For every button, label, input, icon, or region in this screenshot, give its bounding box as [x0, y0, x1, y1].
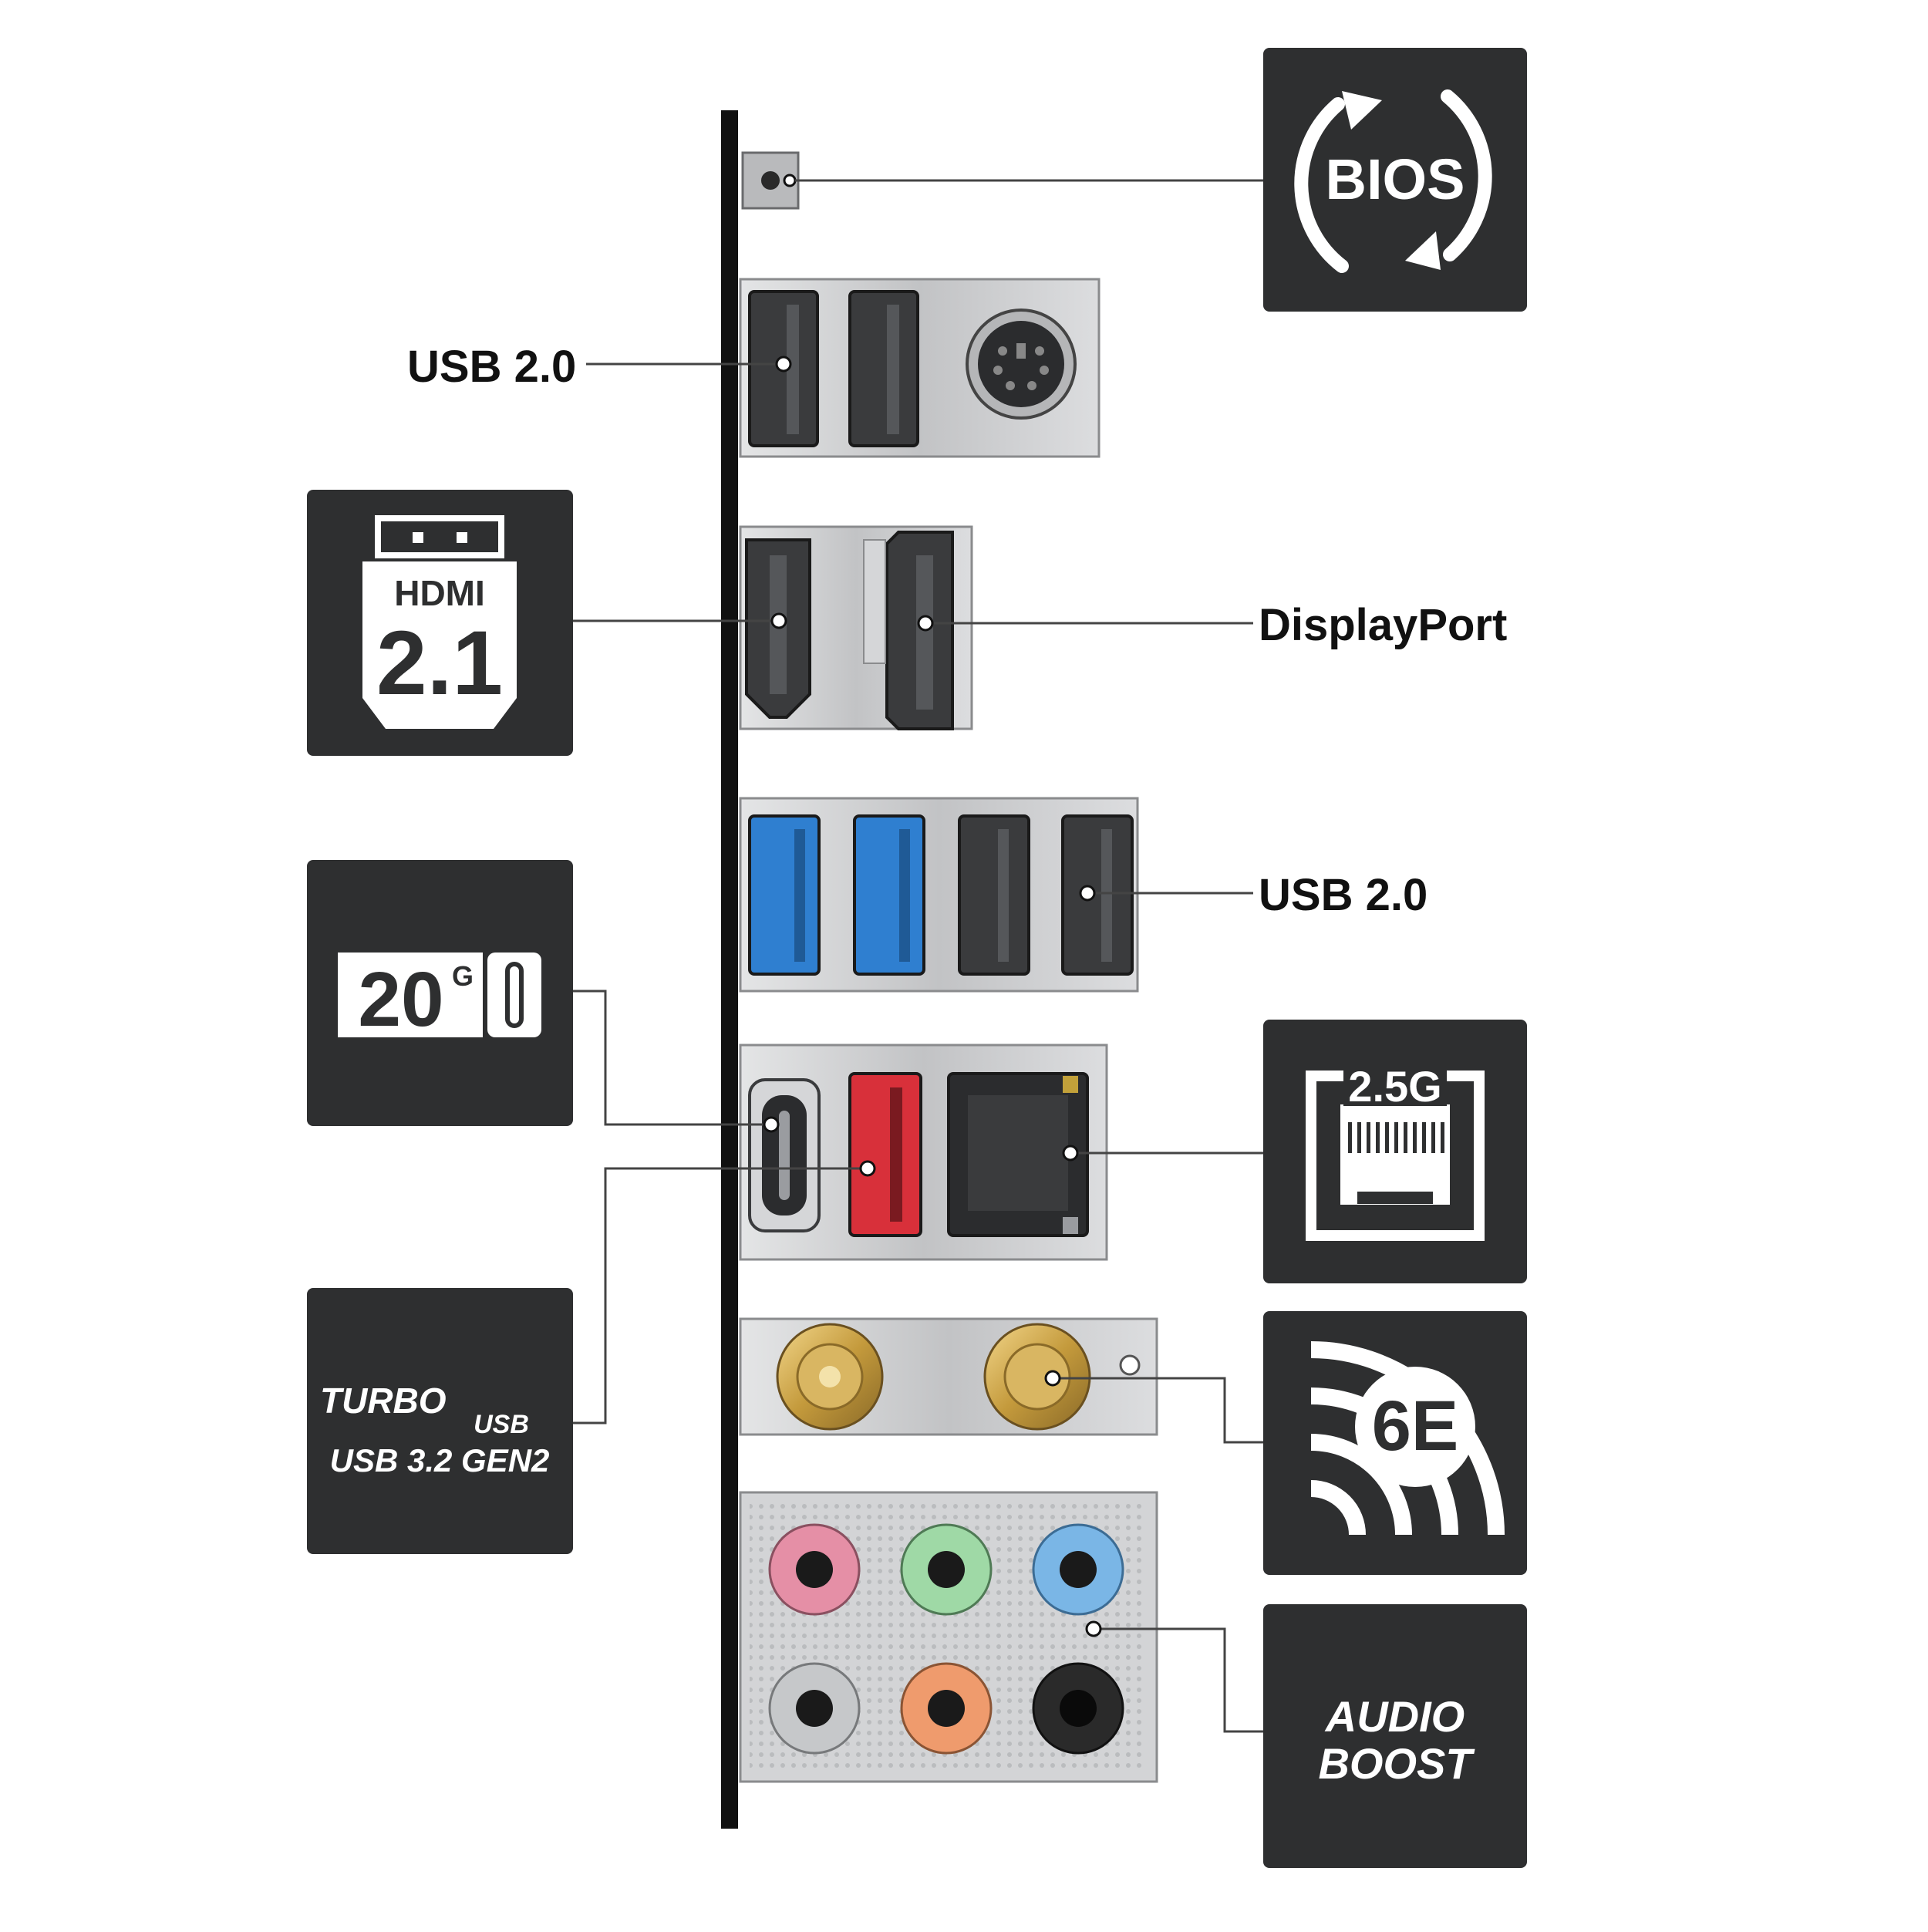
leader-audio	[1094, 1627, 1263, 1733]
usb-c-speed-text: 20	[358, 956, 443, 1043]
leader-dot-usb-red	[859, 1160, 876, 1177]
usb-panel	[739, 797, 1139, 993]
lan-speed-text: 2.5G	[1348, 1062, 1441, 1111]
hdmi-icon: HDMI 2.1	[307, 490, 573, 756]
leader-usbc	[572, 990, 771, 1126]
leader-dot-hdmi	[770, 612, 787, 629]
leader-dot-audio	[1085, 1620, 1102, 1637]
wifi-6e-text: 6E	[1372, 1387, 1459, 1465]
hdmi-brand-text: HDMI	[394, 573, 485, 613]
bios-icon-text: BIOS	[1326, 147, 1465, 211]
turbo-usb-gen-text: USB 3.2 GEN2	[330, 1442, 550, 1479]
label-usb20-mid: USB 2.0	[1259, 870, 1428, 920]
leader-dot-lan	[1062, 1145, 1079, 1162]
leader-dot-usb20-top	[775, 356, 792, 373]
leader-dot-usbc	[763, 1116, 780, 1133]
usb2-ps2-panel	[739, 278, 1101, 458]
audio-boost-line1: AUDIO	[1324, 1692, 1465, 1741]
usb-c-unit-text: G	[452, 960, 474, 992]
label-usb20-top: USB 2.0	[407, 342, 577, 392]
bios-flashback-icon: BIOS	[1263, 48, 1527, 312]
turbo-text: TURBO	[320, 1381, 447, 1421]
io-shield-edge	[721, 110, 738, 1829]
leader-dot-displayport	[917, 615, 934, 632]
leader-dot-usb20-mid	[1079, 885, 1096, 902]
turbo-usb-text: USB	[474, 1410, 529, 1439]
bios-flashback-button	[741, 151, 800, 210]
turbo-usb-icon: TURBO USB USB 3.2 GEN2	[154, 1288, 573, 1554]
hdmi-version-text: 2.1	[376, 612, 503, 714]
audio-boost-line2: BOOST	[1318, 1739, 1475, 1788]
usbc-lan-panel	[739, 1044, 1108, 1261]
wifi-6e-icon: 6E	[1263, 1311, 1527, 1575]
leader-dot-wifi	[1044, 1370, 1061, 1387]
usb-c-20g-icon: 20 G	[307, 860, 573, 1126]
leader-usb-red	[572, 1167, 868, 1425]
label-displayport: DisplayPort	[1259, 600, 1508, 650]
leader-wifi	[1053, 1377, 1263, 1444]
audio-jack-panel	[739, 1491, 1158, 1783]
audio-boost-icon: AUDIO BOOST	[1263, 1604, 1527, 1868]
lan-icon: 2.5G	[1263, 1020, 1527, 1283]
wifi-antenna-panel	[739, 1317, 1158, 1436]
